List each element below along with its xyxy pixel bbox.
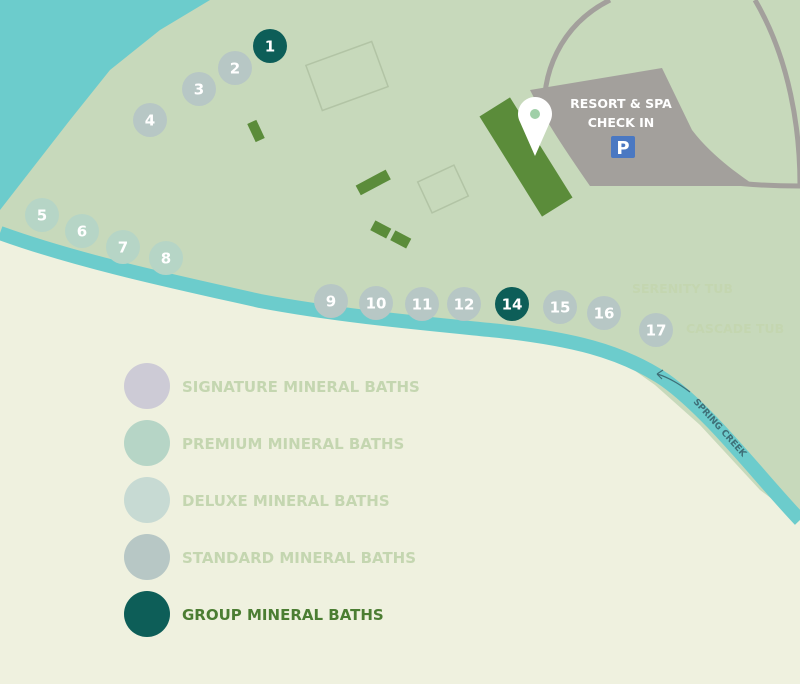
bath-marker-15[interactable]: 15 (543, 290, 577, 324)
bath-marker-circle (218, 51, 252, 85)
legend-item-standard: STANDARD MINERAL BATHS (124, 534, 416, 580)
bath-marker-number: 1 (265, 38, 275, 56)
bath-marker-number: 8 (161, 250, 171, 268)
bath-marker-number: 4 (145, 112, 155, 130)
serenity-tub-label: SERENITY TUB (632, 281, 733, 296)
legend-swatch (124, 420, 170, 466)
bath-marker-number: 16 (594, 305, 615, 323)
bath-marker-2[interactable]: 2 (218, 51, 252, 85)
bath-marker-number: 12 (454, 296, 475, 314)
location-pin-icon[interactable] (518, 96, 552, 156)
bath-marker-7[interactable]: 7 (106, 230, 140, 264)
legend-swatch (124, 534, 170, 580)
river (0, 0, 210, 210)
bath-marker-12[interactable]: 12 (447, 287, 481, 321)
creek-flow-arrow (656, 369, 691, 393)
bath-marker-number: 9 (326, 293, 336, 311)
bath-marker-circle (314, 284, 348, 318)
bath-marker-circle (495, 287, 529, 321)
bath-marker-6[interactable]: 6 (65, 214, 99, 248)
bath-marker-number: 2 (230, 60, 240, 78)
bath-marker-number: 5 (37, 207, 47, 225)
bath-marker-circle (25, 198, 59, 232)
bath-marker-circle (587, 296, 621, 330)
legend-swatch (124, 591, 170, 637)
bath-marker-1[interactable]: 1 (253, 29, 287, 63)
bath-marker-number: 11 (412, 296, 433, 314)
bath-marker-number: 17 (646, 322, 667, 340)
small-building-b (355, 169, 391, 196)
bath-marker-14[interactable]: 14 (495, 287, 529, 321)
bath-marker-10[interactable]: 10 (359, 286, 393, 320)
building-outline-north (304, 40, 390, 112)
bath-marker-circle (543, 290, 577, 324)
bath-marker-number: 7 (118, 239, 128, 257)
bath-marker-16[interactable]: 16 (587, 296, 621, 330)
bath-marker-9[interactable]: 9 (314, 284, 348, 318)
bath-marker-5[interactable]: 5 (25, 198, 59, 232)
legend-label: GROUP MINERAL BATHS (182, 606, 384, 624)
legend-item-group: GROUP MINERAL BATHS (124, 591, 384, 637)
small-building-d (390, 230, 412, 249)
bath-marker-number: 10 (366, 295, 387, 313)
bath-marker-number: 15 (550, 299, 571, 317)
legend-label: STANDARD MINERAL BATHS (182, 549, 416, 567)
legend-item-premium: PREMIUM MINERAL BATHS (124, 420, 404, 466)
bath-marker-circle (405, 287, 439, 321)
bath-marker-number: 14 (502, 296, 523, 314)
bath-marker-4[interactable]: 4 (133, 103, 167, 137)
building-outline-central (416, 164, 470, 214)
bath-marker-circle (65, 214, 99, 248)
parking-icon (611, 136, 635, 158)
legend-label: PREMIUM MINERAL BATHS (182, 435, 404, 453)
small-building-a (247, 119, 265, 143)
bath-marker-3[interactable]: 3 (182, 72, 216, 106)
legend-swatch (124, 363, 170, 409)
legend: SIGNATURE MINERAL BATHS PREMIUM MINERAL B… (124, 363, 420, 637)
small-building-c (370, 220, 392, 239)
bath-marker-circle (359, 286, 393, 320)
checkin-label-line1: RESORT & SPA (570, 96, 672, 111)
bath-marker-number: 3 (194, 81, 204, 99)
bath-marker-circle (106, 230, 140, 264)
bath-marker-circle (133, 103, 167, 137)
legend-swatch (124, 477, 170, 523)
bath-marker-17[interactable]: 17 (639, 313, 673, 347)
checkin-parking-lot (530, 68, 755, 186)
bath-marker-11[interactable]: 11 (405, 287, 439, 321)
bath-marker-circle (639, 313, 673, 347)
bath-marker-number: 6 (77, 223, 87, 241)
cascade-tub-label: CASCADE TUB (686, 321, 784, 336)
bath-marker-circle (149, 241, 183, 275)
spring-creek (0, 226, 800, 525)
bath-marker-circle (182, 72, 216, 106)
parking-icon-letter: P (616, 138, 629, 159)
bath-marker-circle (253, 29, 287, 63)
bath-marker-circle (447, 287, 481, 321)
legend-label: DELUXE MINERAL BATHS (182, 492, 390, 510)
checkin-label-line2: CHECK IN (588, 115, 655, 130)
legend-label: SIGNATURE MINERAL BATHS (182, 378, 420, 396)
legend-item-signature: SIGNATURE MINERAL BATHS (124, 363, 420, 409)
bath-marker-8[interactable]: 8 (149, 241, 183, 275)
legend-item-deluxe: DELUXE MINERAL BATHS (124, 477, 390, 523)
main-lodge-building (479, 97, 573, 217)
